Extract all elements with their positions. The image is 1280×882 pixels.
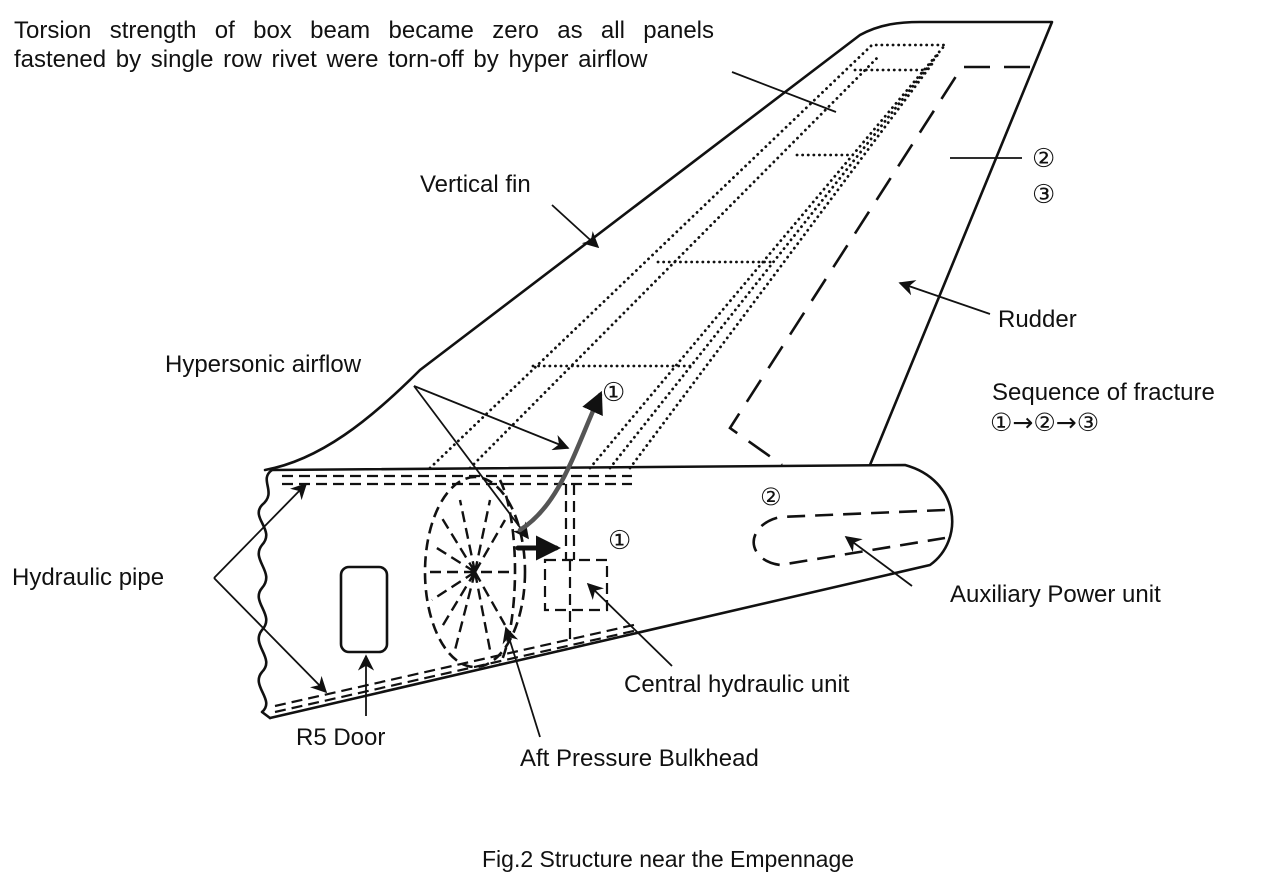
- fracture-sequence: ①→②→③: [990, 408, 1100, 437]
- rudder-boundary: [728, 65, 1030, 467]
- hydraulic-pipe-label: Hydraulic pipe: [12, 564, 165, 591]
- central-hydraulic-unit-label: Central hydraulic unit: [624, 671, 850, 698]
- fracture-marker-3-rudder: ③: [1032, 180, 1056, 210]
- aft-pressure-bulkhead: [423, 475, 527, 669]
- airflow-up-curve-arrow: [517, 390, 603, 533]
- vertical-fin-arrow: [551, 204, 600, 249]
- fuselage-break-line: [257, 468, 274, 720]
- rudder-label: Rudder: [998, 306, 1077, 333]
- note-leader-line: [731, 71, 837, 113]
- apu-arrow: [844, 536, 913, 587]
- central-hydraulic-unit: [543, 484, 609, 640]
- auxiliary-power-unit-label: Auxiliary Power unit: [950, 581, 1161, 608]
- r5-door: [339, 565, 389, 654]
- figure-caption: Fig.2 Structure near the Empennage: [482, 846, 855, 872]
- hypersonic-airflow-arrow-2: [413, 385, 529, 540]
- hydraulic-pipes: [274, 474, 639, 714]
- aft-pressure-bulkhead-label: Aft Pressure Bulkhead: [520, 745, 759, 772]
- fracture-marker-2-apu: ②: [760, 483, 782, 511]
- hypersonic-airflow-label: Hypersonic airflow: [165, 351, 362, 378]
- auxiliary-power-unit: [752, 508, 946, 567]
- box-beam-spars: [428, 43, 947, 470]
- hypersonic-airflow-arrow-1: [413, 385, 570, 451]
- fracture-marker-1-fin: ①: [602, 378, 626, 408]
- torsion-note: Torsion strength of box beam became zero…: [14, 17, 714, 73]
- hydraulic-pipe-arrow-lower: [213, 577, 328, 694]
- vertical-fin-outline: [263, 20, 1054, 472]
- aft-pressure-bulkhead-arrow: [502, 626, 541, 738]
- vertical-fin-label: Vertical fin: [420, 171, 531, 198]
- hydraulic-pipe-arrow-upper: [213, 482, 308, 579]
- r5-door-label: R5 Door: [296, 724, 386, 751]
- fracture-marker-1-hydraulic: ①: [608, 526, 632, 556]
- central-hydraulic-unit-arrow: [586, 582, 673, 667]
- fracture-sequence-title: Sequence of fracture: [992, 379, 1215, 406]
- fracture-marker-2-rudder: ②: [1032, 144, 1056, 174]
- rudder-arrow: [898, 280, 991, 315]
- fuselage-outline: [268, 463, 954, 720]
